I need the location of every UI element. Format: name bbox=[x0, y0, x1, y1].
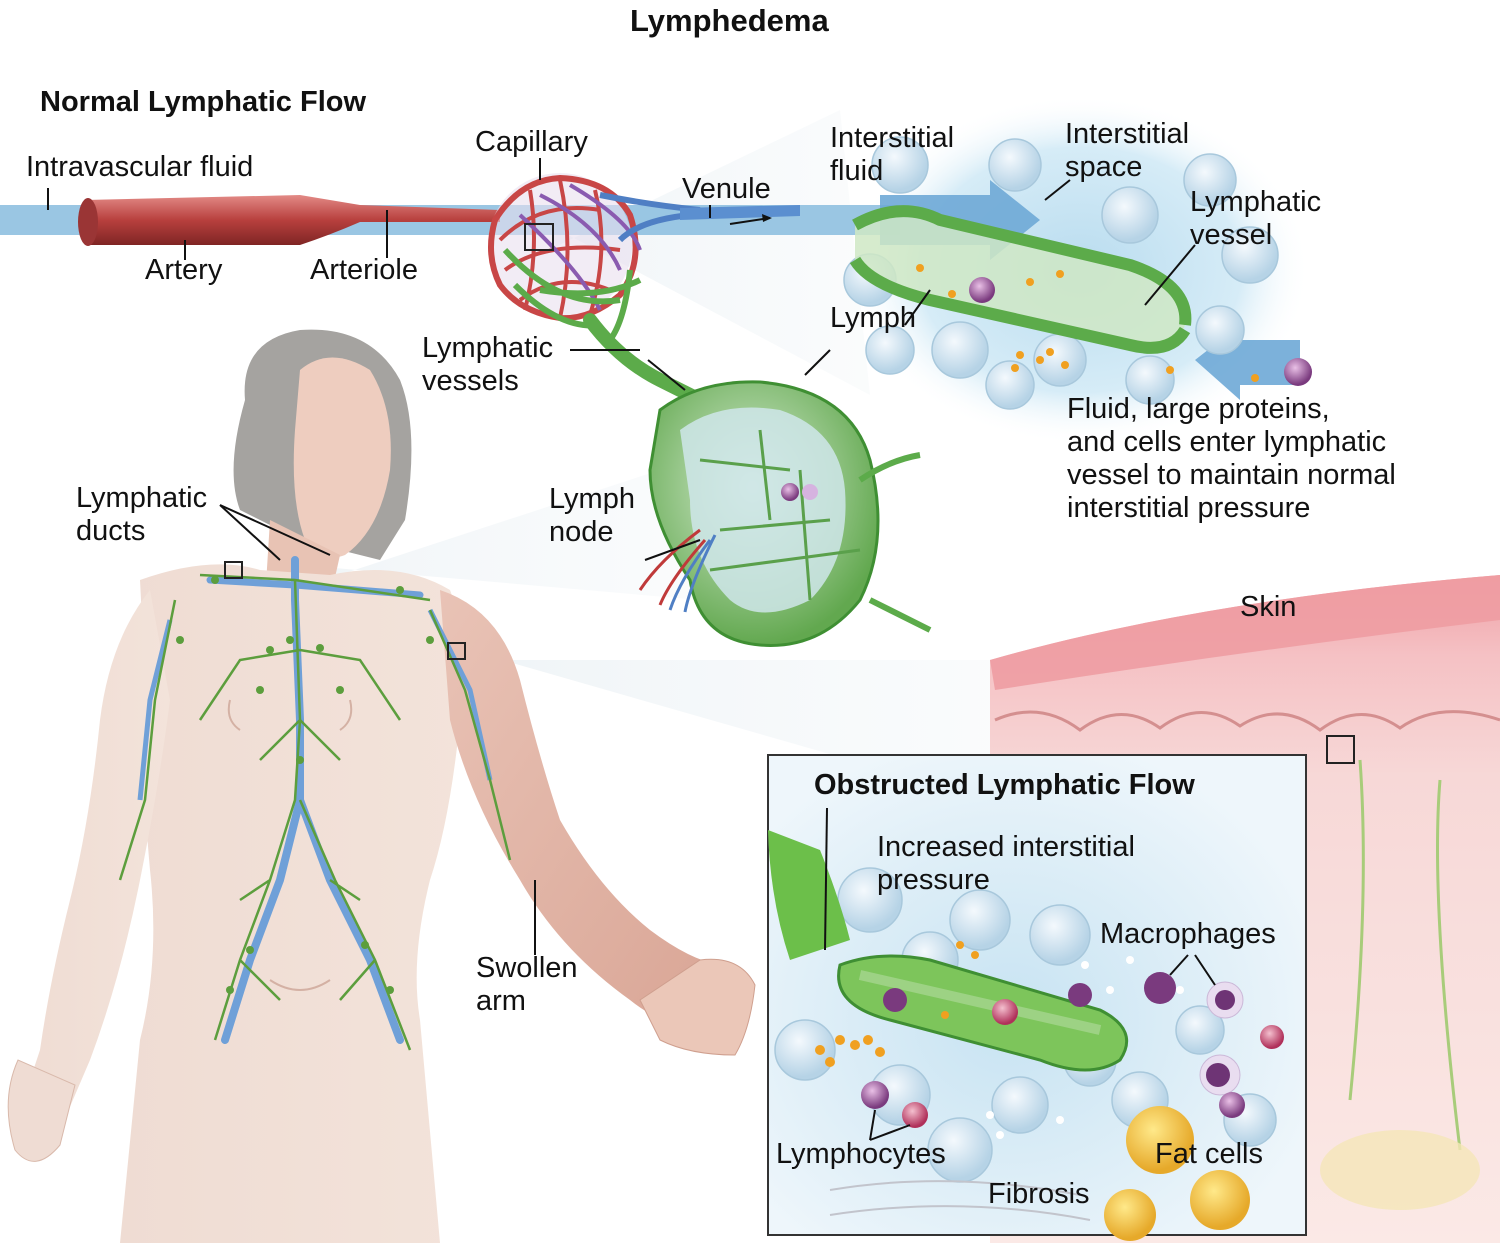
lymphatic-vessels-label: Lymphatic vessels bbox=[422, 332, 554, 397]
swollen-arm-label: Swollen arm bbox=[476, 952, 578, 1017]
lymphatic-vessel-label: Lymphatic vessel bbox=[1190, 186, 1322, 251]
capillary-zoom-marker bbox=[524, 223, 554, 251]
torso bbox=[120, 564, 464, 1243]
swollen-arm bbox=[440, 590, 725, 1027]
lymph-label: Lymph bbox=[830, 302, 916, 334]
human-figure bbox=[7, 329, 756, 1243]
lymph-node bbox=[638, 380, 932, 647]
lymphatic-vessel-magnified bbox=[849, 205, 1192, 354]
diagram-title: Lymphedema bbox=[630, 3, 829, 38]
lymphatic-network bbox=[118, 556, 512, 1051]
fibrosis-label: Fibrosis bbox=[988, 1178, 1090, 1210]
lymphocyte-2 bbox=[902, 1102, 928, 1128]
interstitial-fluid-label: Interstitial fluid bbox=[830, 122, 955, 187]
arteriole-label: Arteriole bbox=[310, 254, 418, 286]
fat-cells-label: Fat cells bbox=[1155, 1138, 1263, 1170]
venule-label: Venule bbox=[682, 173, 771, 205]
lymph-node-label: Lymph node bbox=[549, 483, 635, 548]
artery-vessel bbox=[85, 195, 500, 245]
face bbox=[293, 357, 391, 558]
skin-zoom-marker bbox=[1326, 735, 1355, 764]
protein-cell-entering bbox=[1284, 358, 1312, 386]
lymph-protein-dots bbox=[916, 264, 1259, 382]
intravascular-fluid-label: Intravascular fluid bbox=[26, 151, 254, 183]
skin-label: Skin bbox=[1240, 591, 1297, 623]
lymphocyte-1 bbox=[861, 1081, 889, 1109]
left-arm bbox=[20, 590, 170, 1130]
right-hand bbox=[639, 958, 756, 1056]
macrophage-1 bbox=[1144, 972, 1176, 1004]
magnify-funnel-capillary bbox=[553, 110, 870, 395]
obstructed-flow-heading: Obstructed Lymphatic Flow bbox=[814, 769, 1195, 801]
fat-cell-2 bbox=[1190, 1170, 1250, 1230]
lymph-node-dots bbox=[176, 576, 434, 994]
capillary-label: Capillary bbox=[475, 126, 588, 158]
obstructed-inset bbox=[767, 754, 1307, 1241]
fat-cell-1 bbox=[1126, 1106, 1194, 1174]
increased-pressure-label: Increased interstitial pressure bbox=[877, 831, 1135, 896]
lymphatic-vessel-to-node bbox=[583, 313, 707, 407]
magnify-funnel-node bbox=[300, 470, 700, 600]
fluid-proteins-note: Fluid, large proteins, and cells enter l… bbox=[1067, 393, 1396, 524]
macrophages-label: Macrophages bbox=[1100, 918, 1276, 950]
lymphocytes-label: Lymphocytes bbox=[776, 1138, 946, 1170]
normal-flow-heading: Normal Lymphatic Flow bbox=[40, 86, 367, 118]
neck-zoom-marker bbox=[224, 561, 243, 579]
arm-zoom-marker bbox=[447, 642, 466, 660]
lymphatic-ducts-label: Lymphatic ducts bbox=[76, 482, 208, 547]
interstitial-space-label: Interstitial space bbox=[1065, 118, 1190, 183]
capillary-bed bbox=[488, 173, 701, 342]
artery-label: Artery bbox=[145, 254, 223, 286]
left-hand bbox=[7, 1059, 76, 1162]
